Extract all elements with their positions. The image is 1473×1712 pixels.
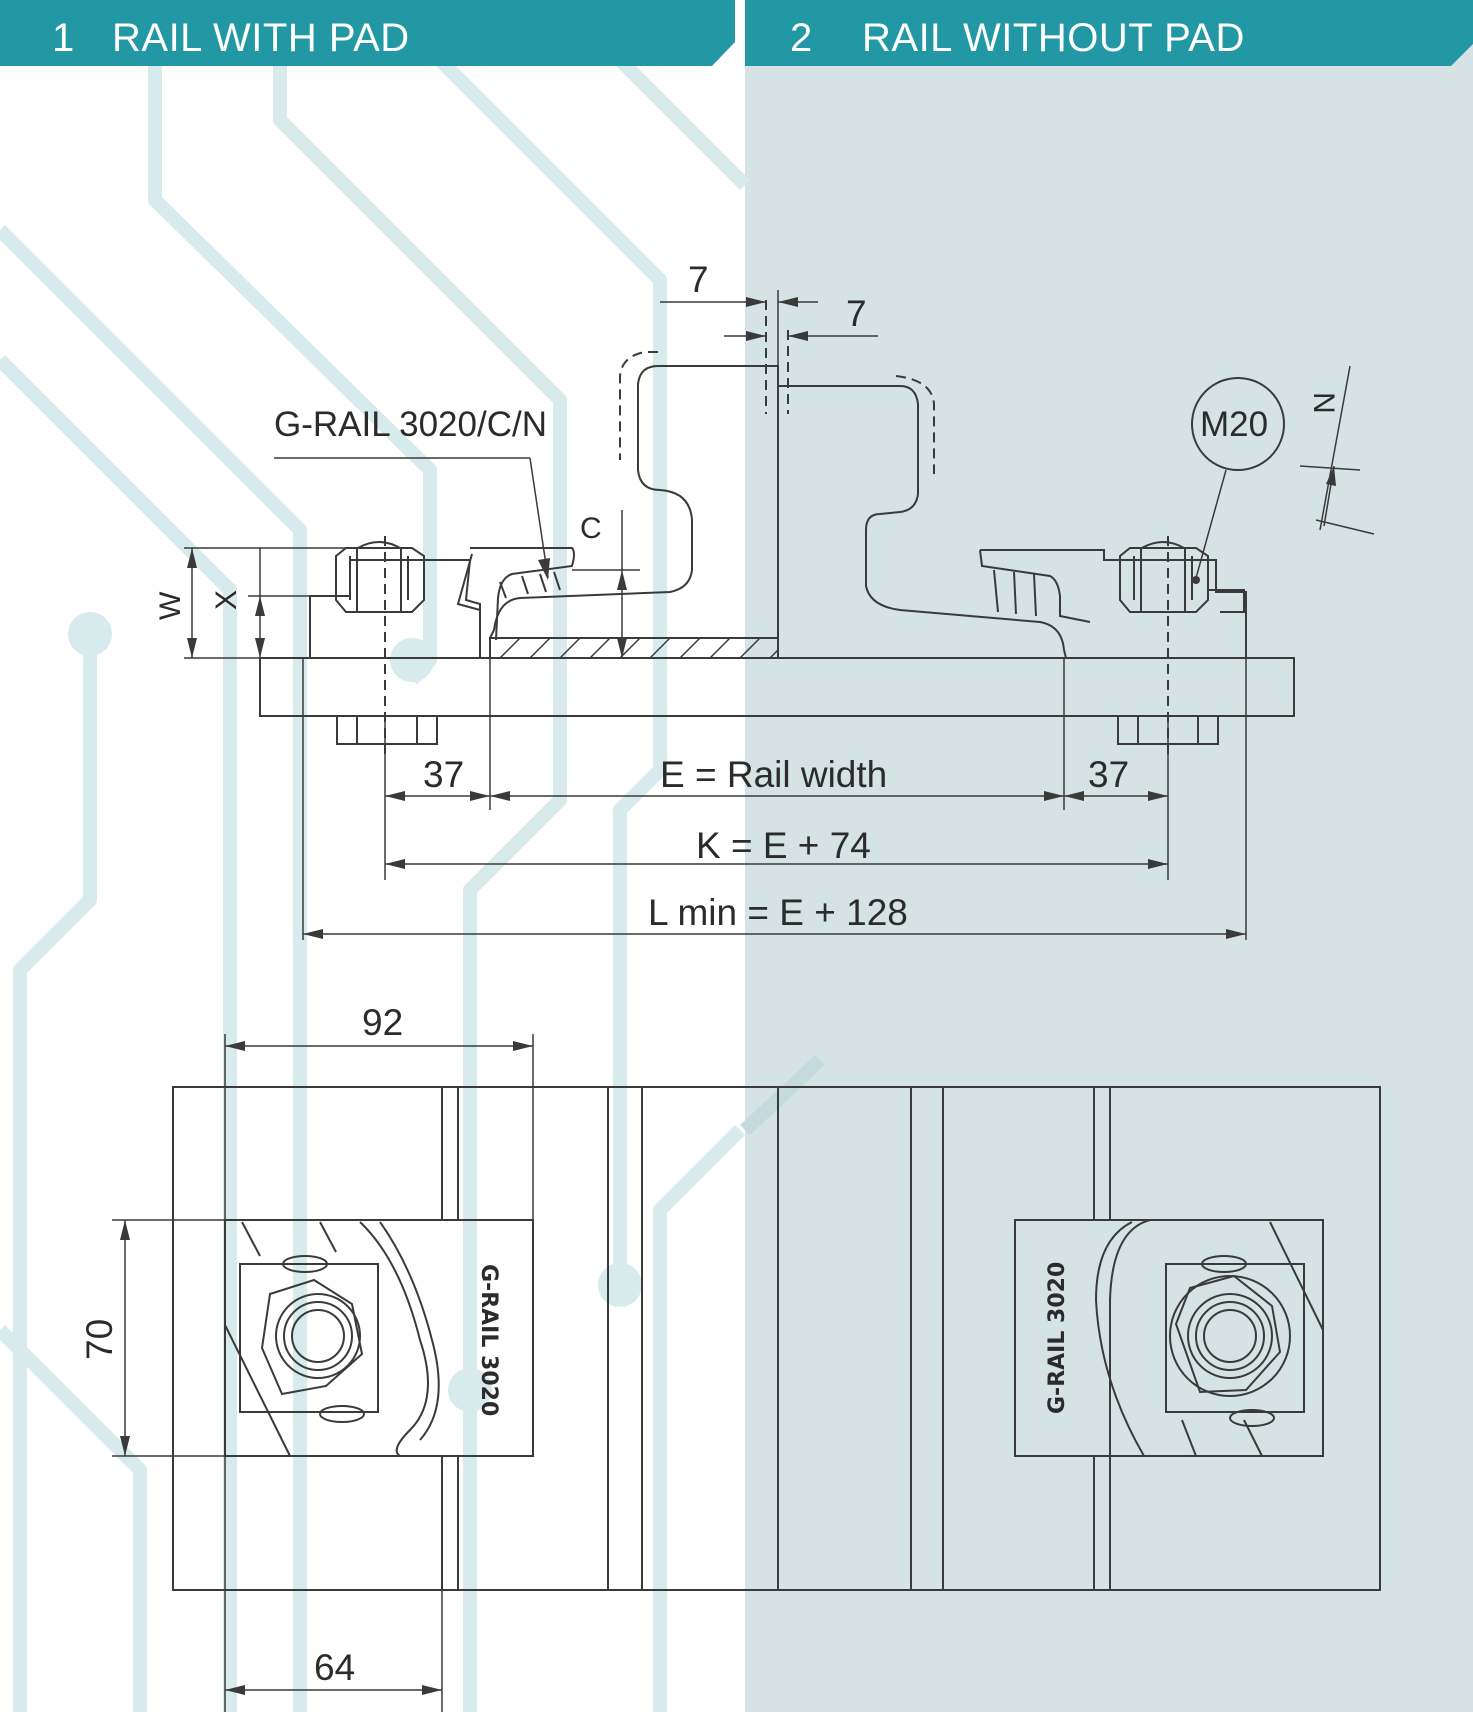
circuit-node	[598, 1263, 642, 1307]
header-right: 2 RAIL WITHOUT PAD	[745, 0, 1473, 66]
dim-c: C	[572, 510, 640, 658]
clip-plan-right: G-RAIL 3020	[1014, 1219, 1324, 1457]
rail-label: G-RAIL 3020/C/N	[274, 405, 550, 580]
dim-l: L min = E + 128	[303, 892, 1246, 939]
bolt-label: M20	[1191, 377, 1285, 584]
plan-view: G-RAIL 3020 G-RAIL 3020	[79, 1002, 1381, 1712]
clip-left	[309, 536, 575, 760]
dim-37-left-label: 37	[423, 754, 464, 795]
dim-l-label: L min = E + 128	[648, 892, 908, 933]
clip-mark-left: G-RAIL 3020	[476, 1264, 501, 1416]
rail-profile-right	[778, 385, 1067, 659]
worn-profile-left	[619, 351, 658, 460]
header-left-band	[0, 0, 735, 66]
dim-37-right-label: 37	[1088, 754, 1129, 795]
dim-70-label: 70	[79, 1319, 120, 1360]
header-left: 1 RAIL WITH PAD	[0, 0, 735, 66]
dim-70: 70	[79, 1219, 225, 1457]
circuit-trace-decoration	[0, 0, 825, 1712]
worn-profile-right	[895, 375, 935, 474]
dim-e-label: E = Rail width	[660, 754, 887, 795]
dim-7-top-right: 7	[846, 293, 867, 334]
header-left-number: 1	[52, 16, 75, 60]
dim-e: E = Rail width	[490, 754, 1064, 801]
bottom-nut-left	[336, 715, 438, 745]
rail-pad	[489, 637, 779, 659]
clip-plan-left: G-RAIL 3020	[224, 1219, 534, 1457]
header-right-band	[745, 0, 1473, 66]
dim-7-top: 7 7	[660, 259, 878, 380]
dim-92-label: 92	[362, 1002, 403, 1043]
dim-7-top-left: 7	[688, 259, 709, 300]
label-w: W	[154, 591, 187, 620]
rail-label-text: G-RAIL 3020/C/N	[274, 405, 547, 444]
dim-w-x: W X	[154, 547, 352, 660]
dim-64: 64	[224, 1456, 443, 1712]
dim-37-left: 37	[385, 754, 490, 801]
circuit-node	[390, 638, 434, 682]
clip-right	[979, 536, 1247, 760]
header-left-title: RAIL WITH PAD	[112, 16, 410, 60]
dim-k-label: K = E + 74	[696, 825, 871, 866]
section-view: 37 E = Rail width 37 K = E + 74	[154, 259, 1375, 940]
label-x: X	[210, 590, 243, 610]
circuit-node	[448, 1368, 492, 1412]
dim-64-label: 64	[314, 1647, 355, 1688]
dim-37-right: 37	[1064, 754, 1168, 801]
rail-profile-left	[489, 365, 779, 639]
dim-92: 92	[224, 1002, 534, 1220]
label-c: C	[580, 512, 602, 545]
bolt-label-text: M20	[1200, 405, 1268, 444]
circuit-node	[68, 612, 112, 656]
dim-n: N	[1299, 365, 1375, 535]
clip-mark-right: G-RAIL 3020	[1045, 1262, 1070, 1414]
dim-k: K = E + 74	[385, 825, 1168, 869]
plan-rail-outline	[172, 1086, 1381, 1591]
header-right-title: RAIL WITHOUT PAD	[862, 16, 1245, 60]
label-n: N	[1307, 392, 1340, 414]
header-right-number: 2	[790, 16, 813, 60]
